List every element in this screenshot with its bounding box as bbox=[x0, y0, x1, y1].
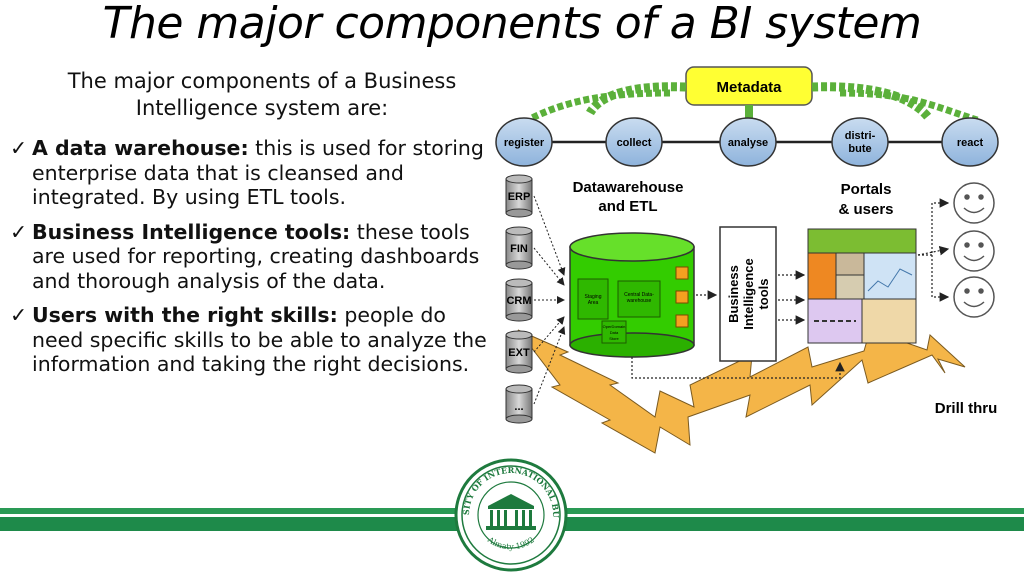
intro-text: The major components of a Business Intel… bbox=[67, 69, 457, 120]
user-smiley-1-icon bbox=[953, 182, 995, 224]
bullet-users-skills: ✓Users with the right skills: people do … bbox=[6, 303, 488, 377]
source-ext-label: EXT bbox=[508, 347, 530, 359]
datawarehouse-cylinder: Staging Area Central Data- warehouse Ope… bbox=[569, 232, 695, 358]
bullet-data-warehouse: ✓A data warehouse: this is used for stor… bbox=[6, 136, 488, 210]
source-crm-label: CRM bbox=[506, 295, 531, 307]
process-analyse: analyse bbox=[728, 137, 768, 149]
process-register: register bbox=[504, 137, 545, 149]
ods-label-3: Store bbox=[609, 336, 619, 341]
central-dw-label-2: warehouse bbox=[627, 298, 652, 304]
portals-title-2: & users bbox=[838, 201, 893, 218]
user-smiley-3-icon bbox=[953, 276, 995, 318]
portal-dashboard bbox=[807, 228, 917, 344]
source-ext: EXT bbox=[505, 330, 533, 374]
source-erp-label: ERP bbox=[508, 191, 531, 203]
process-collect: collect bbox=[617, 137, 652, 149]
bullet-text: these tools are used for reporting, crea… bbox=[32, 219, 480, 293]
staging-label-1: Staging bbox=[585, 294, 602, 300]
slide-title: The major components of a BI system bbox=[102, 0, 922, 49]
check-icon: ✓ bbox=[10, 303, 28, 327]
bullet-term: A data warehouse: bbox=[32, 136, 249, 160]
ods-label-2: Data bbox=[610, 330, 619, 335]
metadata-label: Metadata bbox=[716, 79, 782, 96]
dw-title-1: Datawarehouse bbox=[573, 179, 684, 196]
source-other-label: ... bbox=[514, 401, 523, 413]
source-other: ... bbox=[505, 384, 533, 424]
university-seal-logo: UNIVERSITY OF INTERNATIONAL BUSINESS Alm… bbox=[452, 458, 568, 572]
process-react: react bbox=[957, 137, 984, 149]
source-erp: ERP bbox=[505, 174, 533, 218]
bi-tools-label-1: Business bbox=[726, 265, 741, 323]
bi-diagram: Metadata register collect analyse distri… bbox=[495, 66, 999, 454]
bullet-bi-tools: ✓Business Intelligence tools: these tool… bbox=[6, 220, 488, 294]
source-fin: FIN bbox=[505, 226, 533, 270]
user-smiley-2-icon bbox=[953, 230, 995, 272]
source-fin-label: FIN bbox=[510, 243, 528, 255]
process-distribute-1: distri- bbox=[845, 130, 876, 142]
bi-tools-label-2: Intelligence bbox=[741, 258, 756, 330]
drill-thru-label: Drill thru bbox=[935, 400, 998, 417]
bi-tools-box bbox=[719, 226, 777, 362]
central-dw-label-1: Central Data- bbox=[624, 292, 654, 298]
process-distribute-2: bute bbox=[848, 143, 871, 155]
bullet-list: ✓A data warehouse: this is used for stor… bbox=[6, 136, 488, 387]
source-crm: CRM bbox=[505, 278, 533, 322]
dw-title-2: and ETL bbox=[598, 198, 657, 215]
check-icon: ✓ bbox=[10, 219, 28, 244]
staging-label-2: Area bbox=[588, 300, 599, 306]
portals-title-1: Portals bbox=[841, 181, 892, 198]
check-icon: ✓ bbox=[10, 136, 28, 160]
bullet-text: this is used for storing enterprise data… bbox=[32, 136, 484, 209]
bullet-text: people do need specific skills to be abl… bbox=[32, 303, 487, 376]
ods-label-1: OperDomain bbox=[603, 324, 626, 329]
bi-tools-label-3: tools bbox=[756, 278, 771, 309]
bullet-term: Business Intelligence tools: bbox=[32, 219, 351, 244]
bullet-term: Users with the right skills: bbox=[32, 303, 338, 327]
drill-thru-zigzag bbox=[517, 329, 966, 454]
